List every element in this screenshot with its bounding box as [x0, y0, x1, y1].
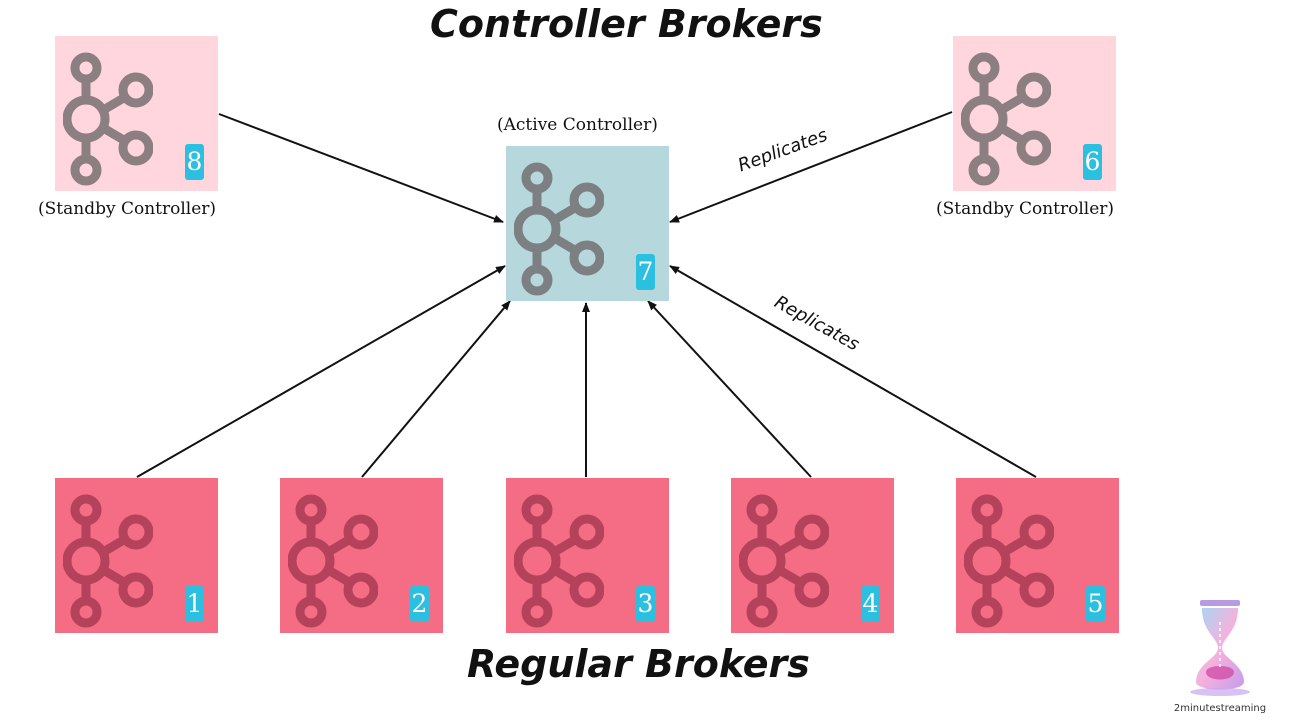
kafka-logo-icon — [63, 52, 153, 186]
broker-8-standby-controller: 8 — [55, 36, 218, 191]
watermark: 2minutestreaming — [1168, 598, 1272, 714]
heading-regular-brokers: Regular Brokers — [467, 642, 810, 686]
kafka-logo-icon — [288, 494, 378, 628]
edge-5-to-7 — [669, 265, 1037, 478]
heading-controller-brokers: Controller Brokers — [430, 2, 823, 46]
hourglass-logo-icon — [1190, 600, 1250, 696]
caption-active-controller: (Active Controller) — [497, 115, 658, 135]
kafka-logo-icon — [964, 494, 1054, 628]
edge-1-to-7 — [136, 265, 506, 478]
broker-id-badge: 2 — [410, 586, 429, 622]
kafka-logo-icon — [961, 52, 1051, 186]
broker-id-badge: 3 — [636, 586, 655, 622]
edge-6-to-7 — [669, 111, 953, 223]
broker-id-badge: 6 — [1083, 144, 1102, 180]
kafka-logo-icon — [63, 494, 153, 628]
broker-1-regular: 1 — [55, 478, 218, 633]
broker-id-badge: 5 — [1086, 586, 1105, 622]
edge-2-to-7 — [361, 300, 511, 478]
broker-6-standby-controller: 6 — [953, 36, 1116, 191]
broker-id-badge: 1 — [185, 586, 204, 622]
edge-4-to-7 — [647, 300, 812, 478]
kafka-logo-icon — [514, 494, 604, 628]
broker-id-badge: 7 — [636, 254, 655, 290]
kafka-logo-icon — [514, 162, 604, 296]
broker-3-regular: 3 — [506, 478, 669, 633]
caption-standby-controller-8: (Standby Controller) — [38, 199, 217, 219]
broker-id-badge: 4 — [861, 586, 880, 622]
broker-4-regular: 4 — [731, 478, 894, 633]
watermark-text: 2minutestreaming — [1173, 703, 1267, 714]
caption-standby-controller-6: (Standby Controller) — [936, 199, 1115, 219]
broker-5-regular: 5 — [956, 478, 1119, 633]
edge-8-to-7 — [218, 113, 504, 223]
broker-id-badge: 8 — [185, 144, 204, 180]
kafka-logo-icon — [739, 494, 829, 628]
broker-7-active-controller: 7 — [506, 146, 669, 301]
broker-2-regular: 2 — [280, 478, 443, 633]
